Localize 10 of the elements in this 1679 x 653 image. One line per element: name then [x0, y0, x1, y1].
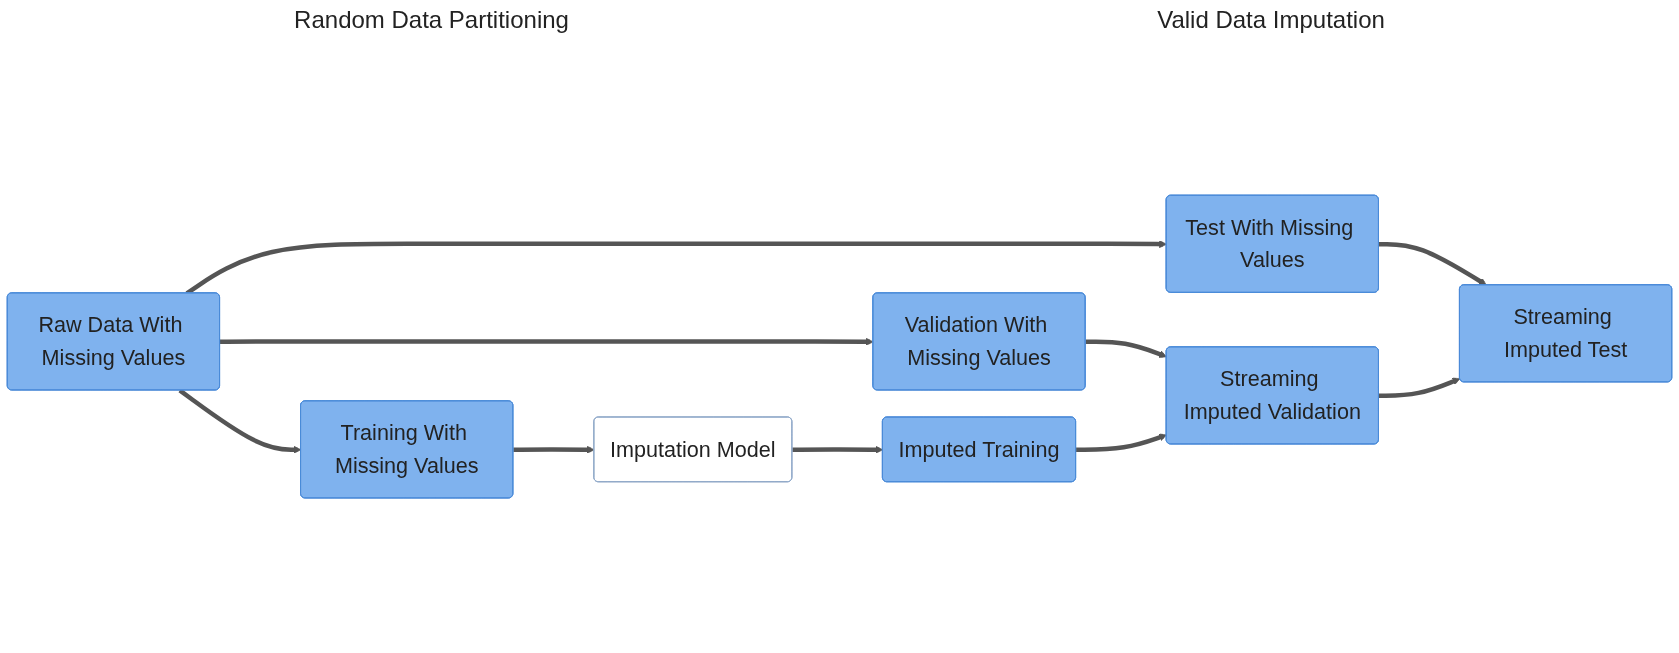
arrow [178, 388, 302, 454]
arrow [1378, 377, 1461, 398]
arrow [792, 445, 884, 454]
arrow [513, 445, 595, 454]
arrow [1076, 433, 1167, 452]
arrow [220, 337, 874, 346]
arrow [1378, 241, 1487, 286]
section-heading: Random Data Partitioning [294, 6, 569, 35]
arrow [1085, 339, 1167, 358]
section-heading: Valid Data Imputation [1157, 6, 1385, 35]
